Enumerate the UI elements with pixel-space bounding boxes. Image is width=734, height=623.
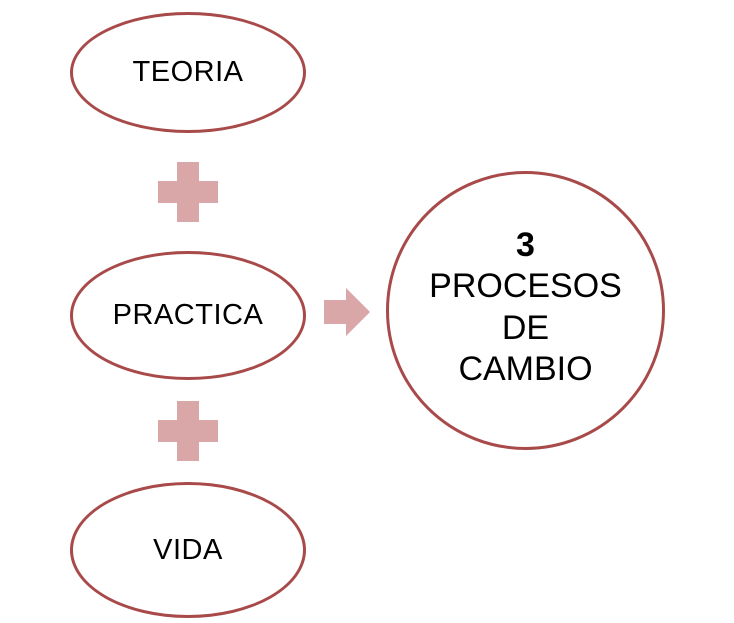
node-teoria-label: TEORIA: [132, 56, 244, 88]
arrow-right-icon: [324, 288, 370, 336]
result-circle: 3 PROCESOS DE CAMBIO: [386, 171, 665, 450]
plus-icon: [158, 162, 218, 222]
node-vida-label: VIDA: [153, 533, 223, 566]
result-number: 3: [516, 225, 535, 264]
node-practica: PRACTICA: [70, 251, 306, 380]
plus-icon: [158, 401, 218, 461]
node-teoria: TEORIA: [70, 12, 306, 133]
node-practica-label: PRACTICA: [112, 299, 264, 331]
result-line-cambio: CAMBIO: [458, 349, 593, 388]
result-line-de: DE: [501, 308, 550, 347]
node-vida: VIDA: [70, 482, 306, 618]
result-line-procesos: PROCESOS: [429, 267, 622, 306]
